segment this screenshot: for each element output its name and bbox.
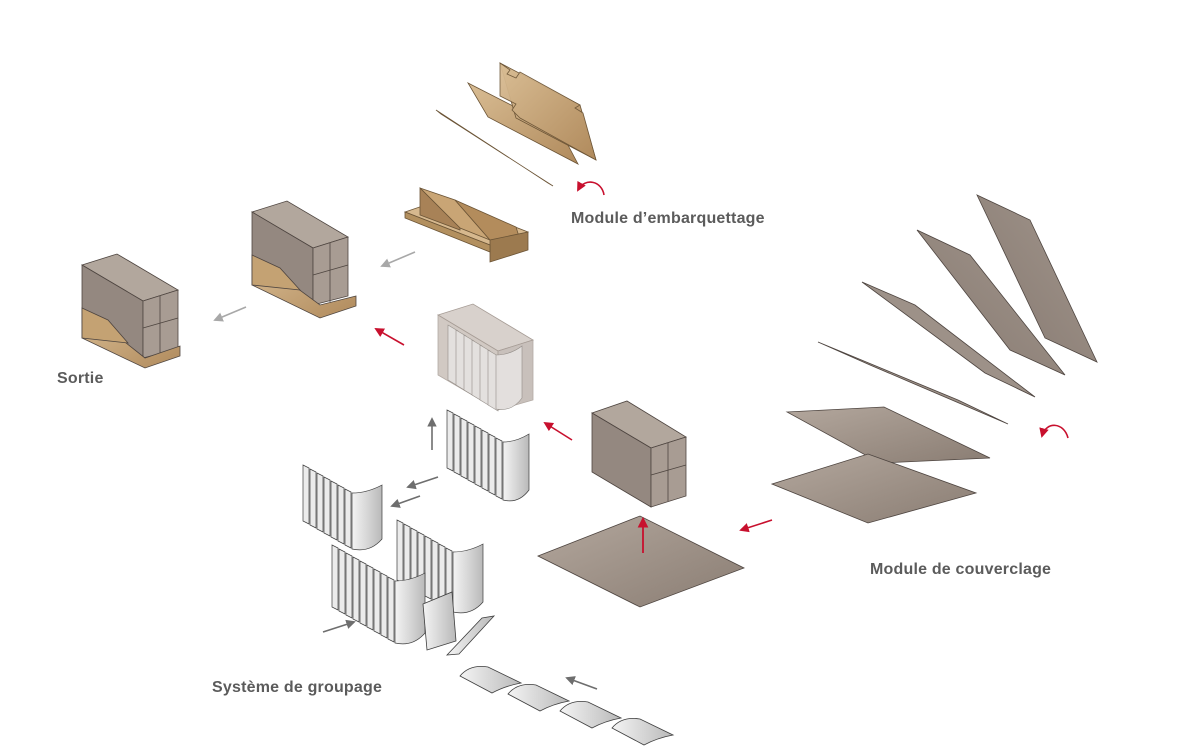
tray [345,552,353,619]
flow-arrow-icon [322,619,356,633]
process-arrow-icon [374,328,405,346]
flow-arrow-icon [390,495,421,508]
sortie-label: Sortie [57,370,104,387]
tray [351,484,383,551]
tray [453,413,461,476]
lid-blank-stack [770,194,1098,524]
tray [488,433,496,496]
tray [359,560,367,627]
tray [396,519,404,584]
tray [403,523,411,588]
flat-lid-blank [537,515,745,608]
groupage-label: Système de groupage [212,679,383,696]
rotate-arrow-icon [577,180,605,196]
tray [366,564,374,631]
tray [424,535,432,600]
tray [373,568,381,635]
flow-arrow-icon [565,676,598,690]
tray [309,468,317,529]
tray [460,417,468,480]
tray [474,425,482,488]
closed-box [591,400,687,508]
process-arrow-icon [543,421,573,441]
middle-packed-box [251,200,357,319]
tray [495,437,503,500]
tray [352,556,360,623]
tray [467,421,475,484]
sortie-box [81,253,181,369]
tray [344,488,352,549]
tray [446,409,454,472]
tray [431,539,439,604]
tray [452,543,484,614]
tray [502,433,530,502]
flow-arrow-icon [213,306,247,322]
open-kraft-tray [403,187,530,263]
tray [337,484,345,545]
process-arrow-icon [739,519,773,533]
tray [330,480,338,541]
tray [331,544,339,611]
kraft-blank-stack [435,62,597,187]
tray [323,476,331,537]
tray [316,472,324,533]
ghost-box-with-trays [437,303,534,412]
flow-arrow-icon [380,251,416,268]
tray [394,572,426,645]
embarquettage-label: Module d’embarquettage [571,210,765,227]
tray [380,572,388,639]
couverclage-label: Module de couverclage [870,561,1052,578]
tray [387,576,395,643]
tray [481,429,489,492]
tray [338,548,346,615]
flow-arrow-icon [406,476,439,490]
tray-groups [302,409,530,645]
tray [302,464,310,525]
rotate-arrow-icon [1039,424,1069,439]
infeed-trays [422,591,675,746]
